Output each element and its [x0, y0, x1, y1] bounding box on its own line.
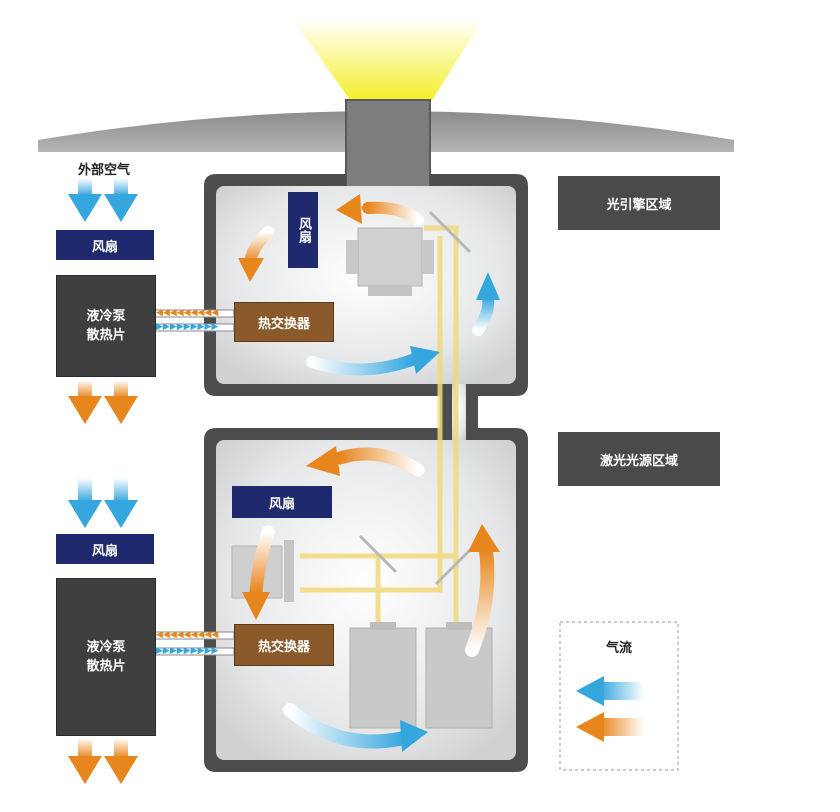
warm-airflow-down-head [242, 592, 270, 620]
outside-air-label: 外部空气 [77, 162, 130, 178]
cool-airflow-bottom2-head [400, 720, 428, 752]
coolant-flow-warm-top: ◀◀◀◀◀◀◀◀◀ [156, 309, 219, 318]
dmd-unit [346, 227, 434, 296]
exhaust-arrows-bottom [68, 738, 138, 784]
engine-zone-label: 光引擎区域 [558, 176, 720, 230]
light-cone [292, 18, 484, 100]
fan-label-engine: 风扇 [288, 192, 318, 268]
legend-warm-arrow [576, 712, 644, 742]
warm-airflow-upper-head [306, 446, 340, 476]
fan-label-engine-text: 风扇 [296, 217, 311, 243]
legend-box [559, 621, 679, 771]
mirrors [358, 210, 474, 586]
laser-zone-label: 激光光源区域 [558, 432, 720, 486]
cool-airflow-right-head [476, 272, 500, 300]
fan-label-laser: 风扇 [232, 486, 332, 518]
warm-airflow-upper-arc [333, 447, 425, 477]
intake-arrows-bottom [68, 478, 138, 528]
coolant-flow-cool-bottom: ▶▶▶▶▶▶▶▶▶ [156, 647, 219, 656]
exhaust-arrows-top [68, 380, 138, 424]
cool-airflow-bottom-head [410, 346, 440, 374]
radiator-label-bottom: 液冷泵 散热片 [56, 578, 156, 736]
intake-arrows-top [68, 178, 138, 222]
warm-airflow-up-head [468, 524, 500, 552]
warm-airflow-top-head [336, 194, 362, 224]
heat-exchanger-top: 热交换器 [234, 302, 334, 342]
coolant-flow-cool-top: ▶▶▶▶▶▶▶▶▶ [156, 323, 219, 332]
legend-title: 气流 [605, 640, 632, 656]
warm-airflow-top-arc [362, 201, 424, 226]
legend-cool-arrow [576, 676, 644, 706]
laser-module-a [349, 622, 417, 729]
lens-block [345, 99, 431, 197]
fan-label-bottom: 风扇 [56, 534, 154, 564]
warm-airflow-down-arc [249, 525, 275, 599]
warm-airflow-left-head [238, 258, 264, 282]
radiator-label-top: 液冷泵 散热片 [56, 275, 156, 377]
coolant-flow-warm-bottom: ◀◀◀◀◀◀◀◀◀ [156, 631, 219, 640]
heat-exchanger-bottom: 热交换器 [234, 624, 334, 666]
cool-airflow-bottom-arc [306, 354, 418, 376]
cool-airflow-right-arc [472, 292, 495, 336]
fan-label-top: 风扇 [56, 230, 154, 260]
cool-airflow-bottom2-arc [283, 703, 411, 749]
warm-airflow-up-arc [465, 543, 495, 657]
